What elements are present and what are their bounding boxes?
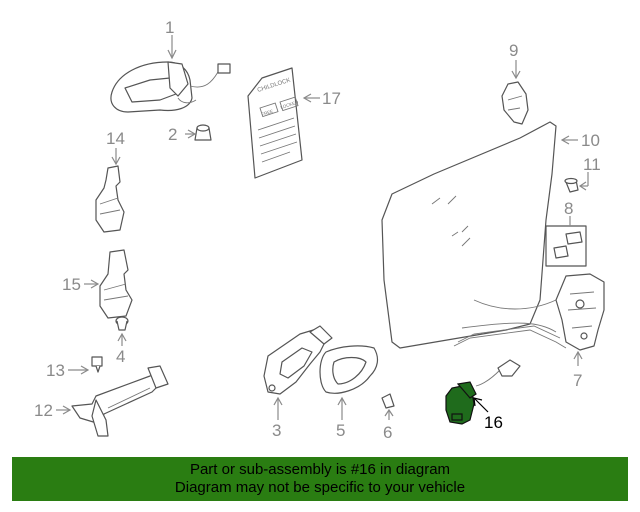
part-4-bushing bbox=[115, 316, 129, 331]
callout-12: 12 bbox=[34, 401, 53, 420]
callout-1: 1 bbox=[165, 18, 174, 37]
part-8-bracket-pair bbox=[545, 225, 587, 267]
part-7-door-lock bbox=[453, 273, 605, 351]
callout-10: 10 bbox=[581, 131, 600, 150]
callout-9: 9 bbox=[509, 41, 518, 60]
callout-14: 14 bbox=[106, 129, 125, 148]
part-1-outside-handle bbox=[110, 61, 231, 113]
label-locked: LOCKED bbox=[280, 99, 300, 110]
callout-3: 3 bbox=[272, 421, 281, 440]
part-3-inside-handle bbox=[263, 325, 333, 395]
callout-7: 7 bbox=[573, 371, 582, 390]
callout-11: 11 bbox=[583, 155, 601, 174]
callout-17: 17 bbox=[322, 89, 341, 108]
part-15-lower-hinge bbox=[99, 249, 133, 319]
info-banner: Part or sub-assembly is #16 in diagram D… bbox=[12, 457, 628, 501]
callout-13: 13 bbox=[46, 361, 65, 380]
part-17-childlock-label: CHILDLOCK FREE LOCKED bbox=[247, 67, 303, 179]
callout-16: 16 bbox=[484, 413, 503, 432]
callout-2: 2 bbox=[168, 125, 177, 144]
parts-diagram: CHILDLOCK FREE LOCKED bbox=[34, 18, 605, 442]
callout-6: 6 bbox=[383, 423, 392, 442]
callout-15: 15 bbox=[62, 275, 81, 294]
part-6-clip bbox=[381, 393, 395, 409]
callout-4: 4 bbox=[116, 347, 125, 366]
part-5-handle-bezel bbox=[319, 345, 379, 394]
banner-line-1: Part or sub-assembly is #16 in diagram bbox=[189, 461, 451, 478]
part-9-window-guide bbox=[501, 81, 529, 125]
part-13-bolt bbox=[91, 356, 103, 373]
banner-line-2: Diagram may not be specific to your vehi… bbox=[174, 479, 466, 496]
part-14-upper-hinge bbox=[95, 165, 125, 233]
part-10-door-glass bbox=[381, 121, 557, 349]
callout-5: 5 bbox=[336, 421, 345, 440]
part-16-lock-actuator bbox=[445, 359, 521, 425]
callout-labels: 1 2 3 4 5 6 7 8 9 10 11 12 13 14 15 16 1… bbox=[34, 18, 601, 442]
part-11-clip bbox=[564, 177, 579, 193]
label-free: FREE bbox=[261, 108, 274, 116]
leader-lines bbox=[56, 35, 589, 420]
part-2-grommet bbox=[194, 124, 212, 141]
part-12-door-check bbox=[71, 365, 169, 437]
callout-8: 8 bbox=[564, 199, 573, 218]
